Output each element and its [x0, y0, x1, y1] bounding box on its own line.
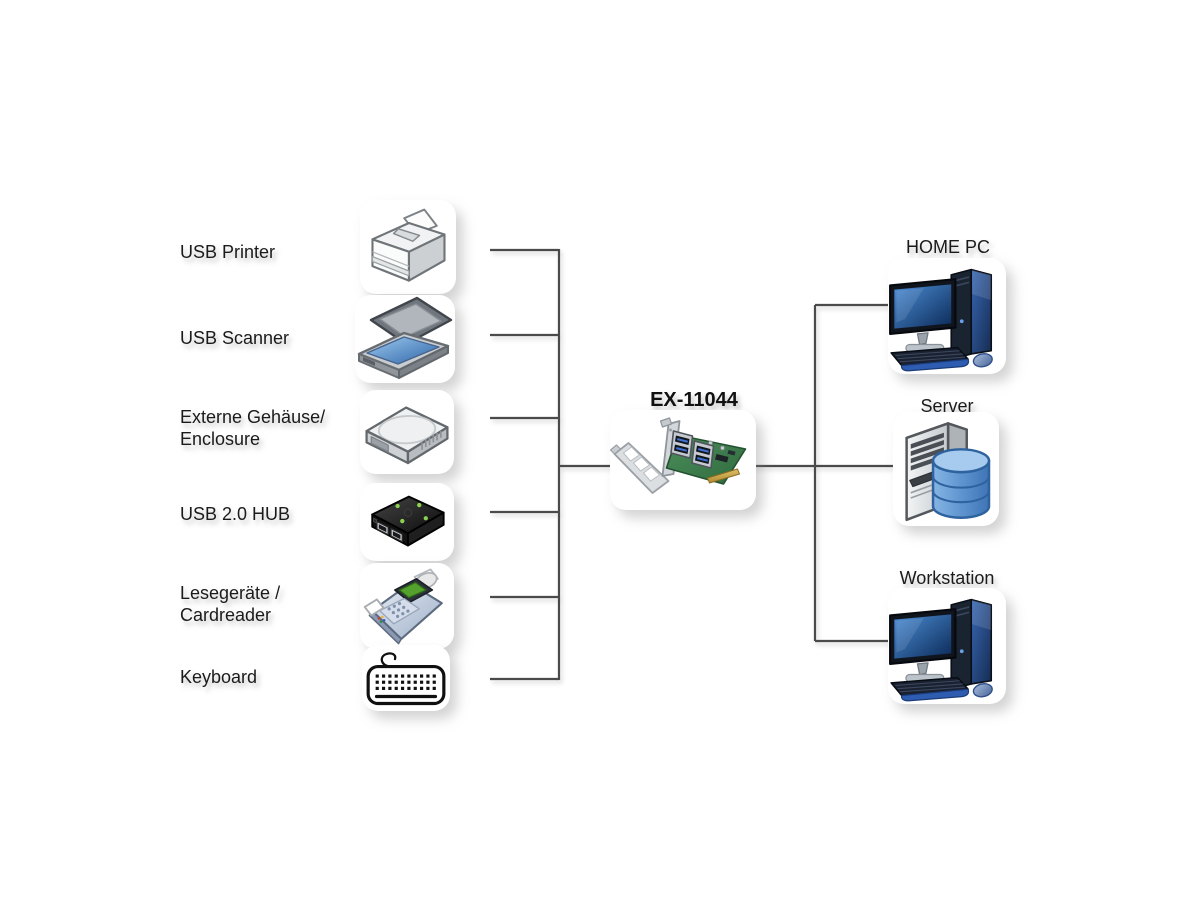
desktop-pc-icon: [888, 588, 1006, 704]
usb-hub-icon: [360, 483, 454, 561]
host-label-server: Server: [920, 396, 974, 416]
pcie-usb-card-icon: [610, 410, 756, 510]
device-label-external-enclosure: Externe Gehäuse/ Enclosure: [180, 407, 326, 449]
printer-icon: [360, 200, 456, 294]
hdd-enclosure-icon: [360, 390, 454, 474]
card-model-title: EX-11044: [650, 389, 738, 411]
device-label-cardreader: Lesegeräte / Cardreader: [180, 583, 281, 625]
device-label-usb-hub: USB 2.0 HUB: [180, 504, 291, 524]
host-label-home-pc: HOME PC: [905, 237, 990, 257]
device-label-usb-scanner: USB Scanner: [180, 328, 290, 348]
device-label-keyboard: Keyboard: [180, 667, 258, 687]
keyboard-icon: [362, 645, 450, 711]
cardreader-icon: [360, 563, 454, 649]
device-bus-lines: [490, 248, 561, 681]
scanner-icon: [355, 295, 455, 383]
host-label-workstation: Workstation: [899, 568, 995, 588]
device-label-usb-printer: USB Printer: [180, 242, 276, 262]
server-icon: [893, 412, 999, 526]
host-bus-lines: [813, 303, 895, 643]
desktop-pc-icon: [888, 258, 1006, 374]
